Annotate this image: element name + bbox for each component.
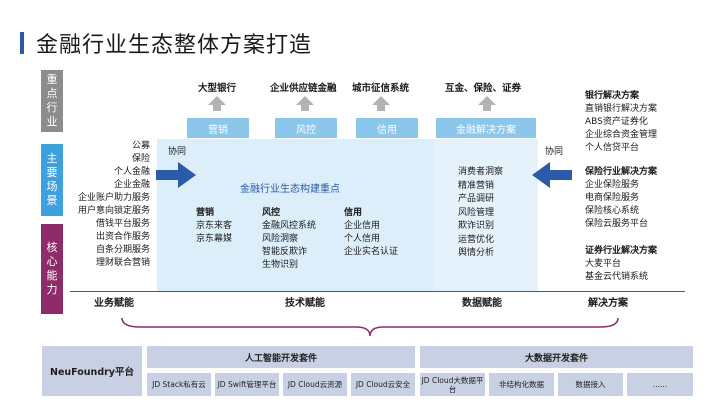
platform-item: JD Cloud云资源: [283, 373, 347, 396]
collab-label-left: 协同: [168, 147, 187, 157]
list-item: 运营优化: [458, 234, 495, 245]
list-item: 保险: [131, 154, 150, 164]
page-title: 金融行业生态整体方案打造: [36, 33, 313, 58]
list-item: 企业账户助力服务: [77, 193, 150, 203]
solution-insurance: 保险行业解决方案 企业保险服务 电商保险服务 保险核心系统 保险云服务平台: [585, 166, 657, 231]
ai-suite-header: 人工智能开发套件: [147, 346, 415, 368]
list-item: 个人信贷平台: [585, 143, 640, 153]
platform-name: NeuFoundry平台: [42, 346, 142, 396]
column-head: 信用: [344, 208, 363, 218]
list-item: 公募: [131, 141, 150, 151]
right-arrow-icon: [156, 162, 196, 188]
platform-item: 数据接入: [558, 373, 623, 396]
list-item: 用户意向锁定服务: [77, 206, 150, 216]
list-item: 生物识别: [262, 260, 299, 270]
list-item: 企业综合资金管理: [585, 130, 658, 140]
list-item: 出资合作服务: [95, 232, 150, 242]
list-item: 基金云代销系统: [585, 272, 649, 282]
center-column-risk: 风控 金融风控系统 风险洞察 智能反欺诈 生物识别: [262, 207, 316, 272]
topbox-credit: 信用: [356, 118, 418, 138]
up-arrow-icon: [208, 96, 226, 111]
title-accent-bar: [20, 32, 24, 54]
list-item: 理财联合营销: [95, 258, 150, 268]
industry-label-3: 互金、保险、证券: [445, 83, 522, 94]
list-item: 舆情分析: [458, 248, 495, 258]
platform-item: 非结构化数据: [489, 373, 554, 396]
capability-axis-line: [70, 291, 685, 292]
list-item: 消费者洞察: [458, 167, 504, 177]
list-item: 风险洞察: [262, 234, 299, 244]
list-item: 个人信用: [344, 234, 381, 244]
solution-securities: 证券行业解决方案 大麦平台 基金云代销系统: [585, 245, 657, 284]
solution-head: 保险行业解决方案: [585, 167, 658, 177]
solution-bank: 银行解决方案 直销银行解决方案 ABS资产证券化 企业综合资金管理 个人信贷平台: [585, 90, 657, 155]
left-arrow-icon: [532, 162, 572, 188]
list-item: 欺诈识别: [458, 221, 495, 231]
column-head: 营销: [196, 208, 215, 218]
solution-head: 银行解决方案: [585, 91, 640, 101]
solution-head: 证券行业解决方案: [585, 246, 658, 256]
scenario-list: 公募 保险 个人金融 企业金融 企业账户助力服务 用户意向锁定服务 借钱平台服务…: [62, 140, 150, 270]
up-arrow-icon: [372, 96, 390, 111]
list-item: 京东来客: [196, 221, 233, 231]
data-panel: [434, 139, 538, 292]
list-item: 直销银行解决方案: [585, 104, 658, 114]
list-item: 企业实名认证: [344, 247, 399, 257]
platform-item: ......: [627, 373, 693, 396]
platform-item: JD Stack私有云: [147, 373, 211, 396]
list-item: 大麦平台: [585, 259, 622, 269]
side-label-core-capabilities: 核心能力: [41, 224, 63, 314]
center-title: 金融行业生态构建重点: [240, 184, 340, 195]
center-column-credit: 信用 企业信用 个人信用 企业实名认证: [344, 207, 398, 259]
list-item: 自条分期服务: [95, 245, 150, 255]
industry-label-1: 企业供应链金融: [270, 83, 337, 94]
axis-label-data: 数据赋能: [462, 298, 502, 309]
list-item: 电商保险服务: [585, 193, 640, 203]
axis-label-technology: 技术赋能: [285, 298, 325, 309]
brace-icon: [121, 317, 619, 337]
list-item: 保险核心系统: [585, 206, 640, 216]
list-item: 借钱平台服务: [95, 219, 150, 229]
list-item: 企业信用: [344, 221, 381, 231]
bigdata-suite-header: 大数据开发套件: [420, 346, 693, 368]
industry-label-0: 大型银行: [198, 83, 237, 94]
list-item: 保险云服务平台: [585, 219, 649, 229]
list-item: 京东幕媒: [196, 234, 233, 244]
column-head: 风控: [262, 208, 281, 218]
data-capability-list: 消费者洞察 精准营销 产品调研 风险管理 欺诈识别 运营优化 舆情分析: [458, 166, 503, 261]
platform-item: JD Cloud云安全: [351, 373, 415, 396]
topbox-financial-solution: 金融解决方案: [436, 118, 536, 138]
list-item: 企业金融: [113, 180, 150, 190]
list-item: ABS资产证券化: [585, 117, 648, 127]
list-item: 企业保险服务: [585, 180, 640, 190]
collab-label-right: 协同: [545, 147, 564, 157]
center-column-marketing: 营销 京东来客 京东幕媒: [196, 207, 232, 246]
up-arrow-icon: [478, 96, 496, 111]
list-item: 风险管理: [458, 207, 495, 218]
topbox-marketing: 营销: [187, 118, 249, 138]
topbox-risk: 风控: [275, 118, 337, 138]
industry-label-2: 城市征信系统: [352, 83, 410, 94]
side-label-key-industries: 重点行业: [41, 70, 63, 132]
list-item: 产品调研: [458, 194, 495, 204]
axis-label-solutions: 解决方案: [588, 298, 628, 309]
list-item: 个人金融: [113, 167, 150, 177]
platform-item: JD Cloud大数据平台: [420, 373, 485, 396]
up-arrow-icon: [296, 96, 314, 111]
list-item: 金融风控系统: [262, 221, 317, 231]
side-label-main-scenarios: 主要场景: [41, 144, 63, 216]
axis-label-business: 业务赋能: [94, 298, 134, 309]
platform-item: JD Swift管理平台: [215, 373, 279, 396]
list-item: 智能反欺诈: [262, 247, 308, 257]
list-item: 精准营销: [458, 180, 495, 191]
